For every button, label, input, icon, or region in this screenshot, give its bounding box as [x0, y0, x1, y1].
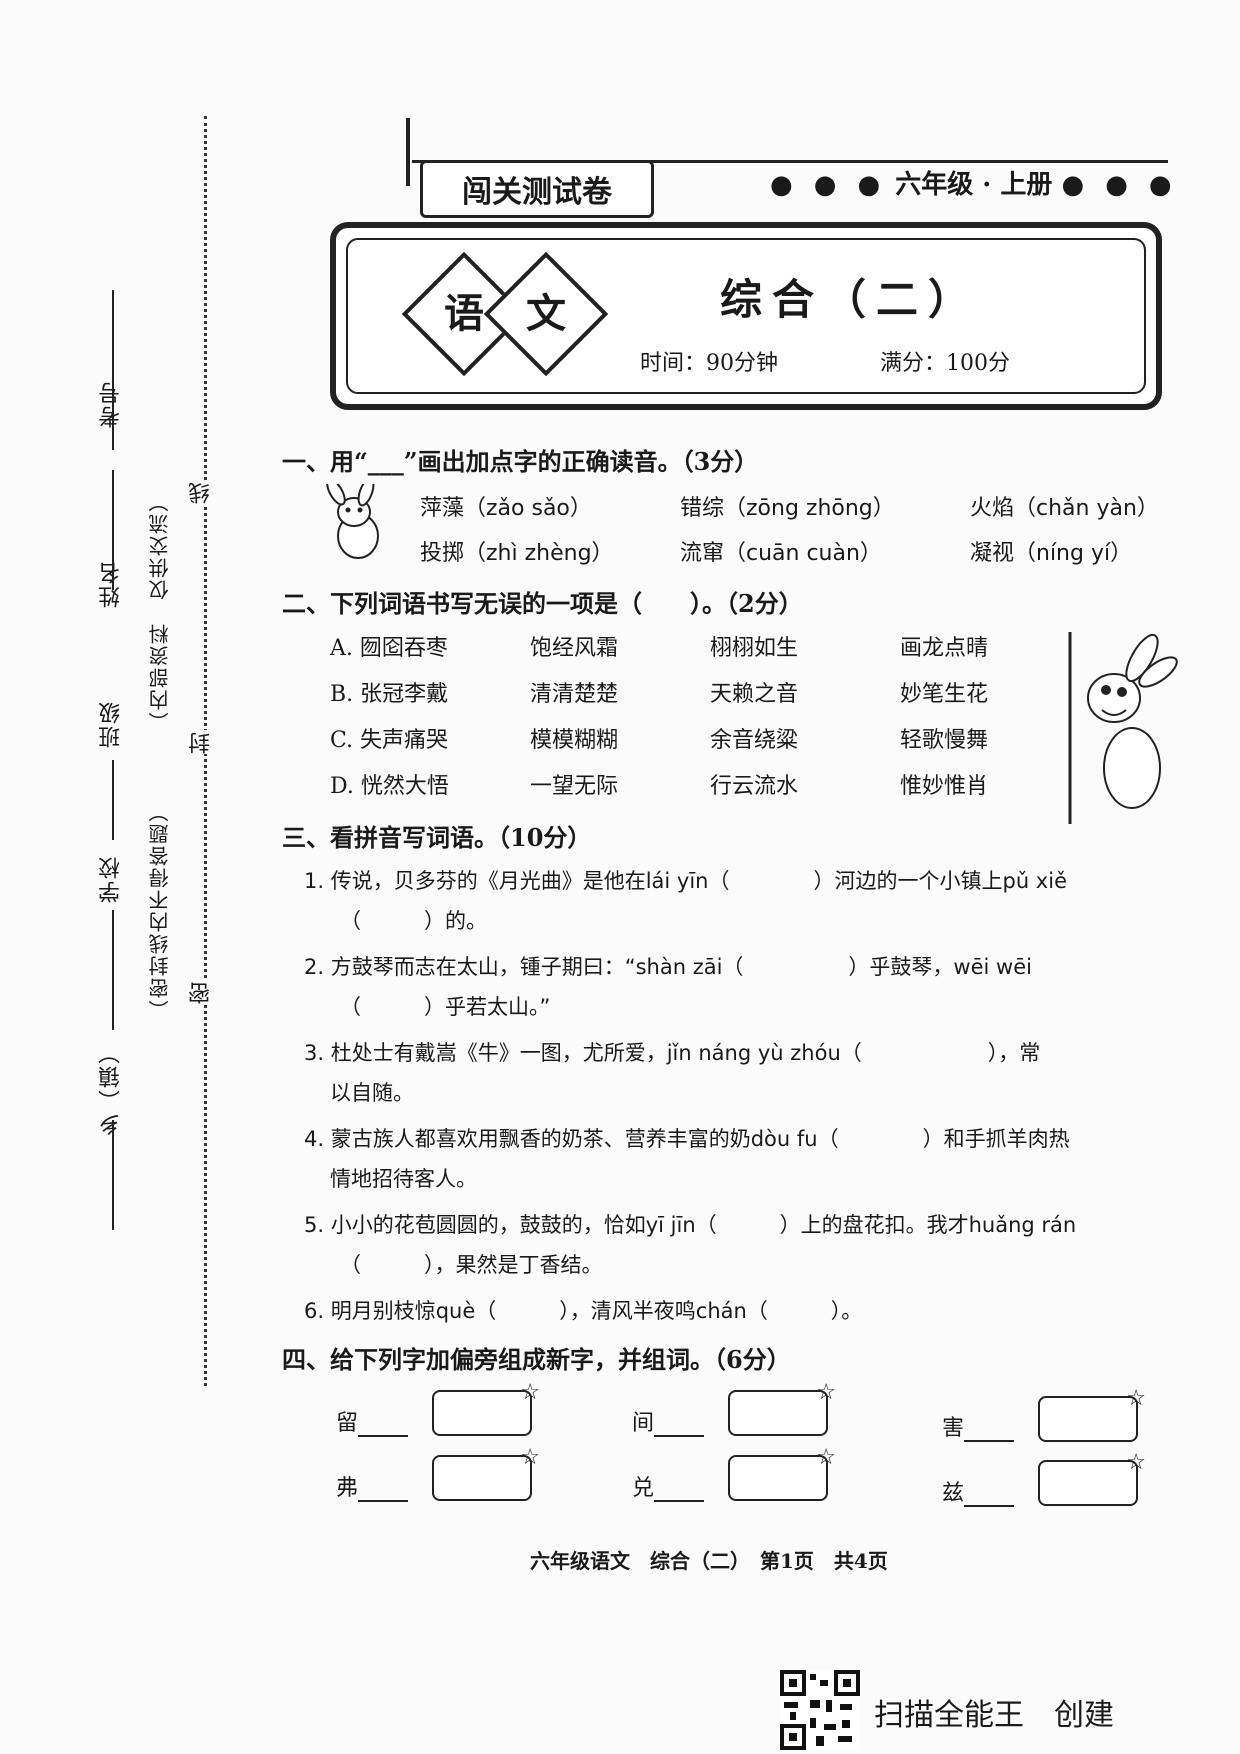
radical-item: 兹	[942, 1475, 1015, 1507]
question-line: （ ），果然是丁香结。	[340, 1253, 603, 1277]
section1-title: 一、用“___”画出加点字的正确读音。（3分）	[282, 447, 759, 476]
star-icon: ☆	[816, 1380, 836, 1405]
pinyin-item: 流窜（cuān cuàn）	[680, 541, 882, 566]
star-icon: ☆	[816, 1445, 836, 1470]
exam-no-line	[112, 290, 114, 450]
question-line: 5. 小小的花苞圆圆的，鼓鼓的，恰如yī jīn（ ）上的盘花扣。我才huǎng…	[304, 1213, 1077, 1237]
answer-blank[interactable]	[358, 1415, 409, 1437]
option-word: D. 恍然大悟	[330, 774, 449, 799]
radical-char: 留	[336, 1411, 359, 1436]
rabbit-icon	[318, 477, 402, 568]
radical-item: 兑	[632, 1470, 705, 1502]
radical-item: 害	[942, 1410, 1015, 1442]
pinyin-item: 火焰（chǎn yàn）	[970, 496, 1159, 521]
scanner-watermark: 扫描全能王 创建	[874, 1698, 1114, 1733]
grade-label: ● ● ● 六年级 · 上册 ● ● ●	[770, 170, 1178, 200]
option-word: 余音绕粱	[710, 728, 799, 753]
option-word: 妙笔生花	[900, 682, 989, 707]
option-word: 行云流水	[710, 774, 799, 799]
answer-box[interactable]: ☆	[728, 1380, 836, 1436]
question-line: 以自随。	[330, 1081, 414, 1105]
answer-box[interactable]: ☆	[1038, 1386, 1146, 1442]
answer-box[interactable]: ☆	[432, 1445, 540, 1501]
radical-item: 留	[336, 1405, 409, 1437]
question-line: 4. 蒙古族人都喜欢用飘香的奶茶、营养丰富的奶dòu fu（ ）和手抓羊肉热	[304, 1127, 1070, 1151]
answer-box[interactable]: ☆	[1038, 1450, 1146, 1506]
radical-char: 害	[942, 1416, 965, 1441]
star-icon: ☆	[1126, 1386, 1146, 1411]
radical-item: 间	[632, 1405, 705, 1437]
option-word: C. 失声痛哭	[330, 728, 449, 753]
question-line: 3. 杜处士有戴嵩《牛》一图，尤所爱，jǐn náng yù zhóu（ ），常	[304, 1041, 1041, 1065]
qr-code-icon	[780, 1670, 860, 1750]
question-line: 情地招待客人。	[330, 1167, 477, 1191]
answer-box[interactable]: ☆	[728, 1445, 836, 1501]
exam-time: 时间：90分钟	[640, 351, 778, 376]
subject-char-2: 文	[526, 290, 566, 337]
star-icon: ☆	[520, 1445, 540, 1470]
question-line: （ ）乎若太山。”	[340, 995, 551, 1019]
name-line	[112, 470, 114, 590]
grade-text: 六年级 · 上册	[895, 170, 1053, 200]
radical-char: 兹	[942, 1481, 965, 1506]
pinyin-item: 错综（zōng zhōng）	[680, 496, 895, 521]
question-line: 1. 传说，贝多芬的《月光曲》是他在lái yīn（ ）河边的一个小镇上pǔ x…	[304, 869, 1067, 893]
class-line	[112, 760, 114, 840]
seal-note: （密封线内不得答题）	[148, 800, 172, 1020]
pinyin-item: 萍藻（zǎo sǎo）	[420, 496, 592, 521]
answer-box[interactable]: ☆	[432, 1380, 540, 1436]
option-word: A. 囫囵吞枣	[330, 636, 448, 661]
rabbit-pole-icon	[1062, 628, 1182, 824]
star-icon: ☆	[1126, 1450, 1146, 1475]
seal-mi-char: 密	[186, 980, 218, 1004]
option-word: 天赖之音	[710, 682, 799, 707]
banner-post	[406, 118, 410, 186]
school-line	[112, 910, 114, 1030]
header-rule	[412, 160, 1168, 163]
answer-blank[interactable]	[654, 1415, 705, 1437]
word-options: A. 囫囵吞枣 饱经风霜 栩栩如生 画龙点晴 B. 张冠李戴 清清楚楚 天赖之音…	[330, 630, 1030, 800]
question-line: （ ）的。	[340, 909, 487, 933]
question-line: 2. 方鼓琴而志在太山，锺子期曰：“shàn zāi（ ）乎鼓琴，wēi wēi	[304, 955, 1032, 979]
answer-blank[interactable]	[964, 1420, 1015, 1442]
banner-box: 闯关测试卷	[420, 160, 654, 218]
banner-title: 闯关测试卷	[462, 175, 612, 210]
radical-item: 弗	[336, 1470, 409, 1502]
star-icon: ☆	[520, 1380, 540, 1405]
answer-blank[interactable]	[654, 1480, 705, 1502]
option-word: B. 张冠李戴	[330, 682, 449, 707]
option-word: 一望无际	[530, 774, 619, 799]
option-word: 画龙点晴	[900, 636, 989, 661]
option-word: 轻歌慢舞	[900, 728, 989, 753]
seal-feng-char: 封	[186, 730, 218, 754]
radical-char: 弗	[336, 1476, 359, 1501]
section3-title: 三、看拼音写词语。（10分）	[282, 823, 592, 852]
option-word: 饱经风霜	[530, 636, 619, 661]
school-label: 学校	[99, 855, 124, 903]
pinyin-item: 凝视（níng yí）	[970, 541, 1133, 566]
town-line	[112, 1120, 114, 1230]
page-title: 综合（二）	[720, 275, 981, 324]
option-word: 惟妙惟肖	[900, 774, 989, 799]
section2-title: 二、下列词语书写无误的一项是（ ）。（2分）	[282, 589, 803, 618]
page-footer: 六年级语文 综合（二） 第1页 共4页	[530, 1549, 888, 1573]
question-line: 6. 明月别枝惊què（ ），清风半夜鸣chán（ ）。	[304, 1299, 863, 1323]
radical-char: 间	[632, 1411, 655, 1436]
seal-line-char: 线	[186, 480, 218, 504]
answer-blank[interactable]	[964, 1485, 1015, 1507]
option-word: 模模糊糊	[530, 728, 619, 753]
internal-note: （内部资料 仅供交流）	[148, 490, 172, 732]
title-inner-frame	[346, 238, 1146, 394]
pinyin-item: 投掷（zhì zhèng）	[420, 541, 614, 566]
exam-score: 满分：100分	[880, 351, 1010, 376]
answer-blank[interactable]	[358, 1480, 409, 1502]
class-label: 班级	[99, 700, 124, 748]
option-word: 栩栩如生	[710, 636, 799, 661]
option-word: 清清楚楚	[530, 682, 619, 707]
section4-title: 四、给下列字加偏旁组成新字，并组词。（6分）	[282, 1345, 791, 1374]
radical-char: 兑	[632, 1476, 655, 1501]
